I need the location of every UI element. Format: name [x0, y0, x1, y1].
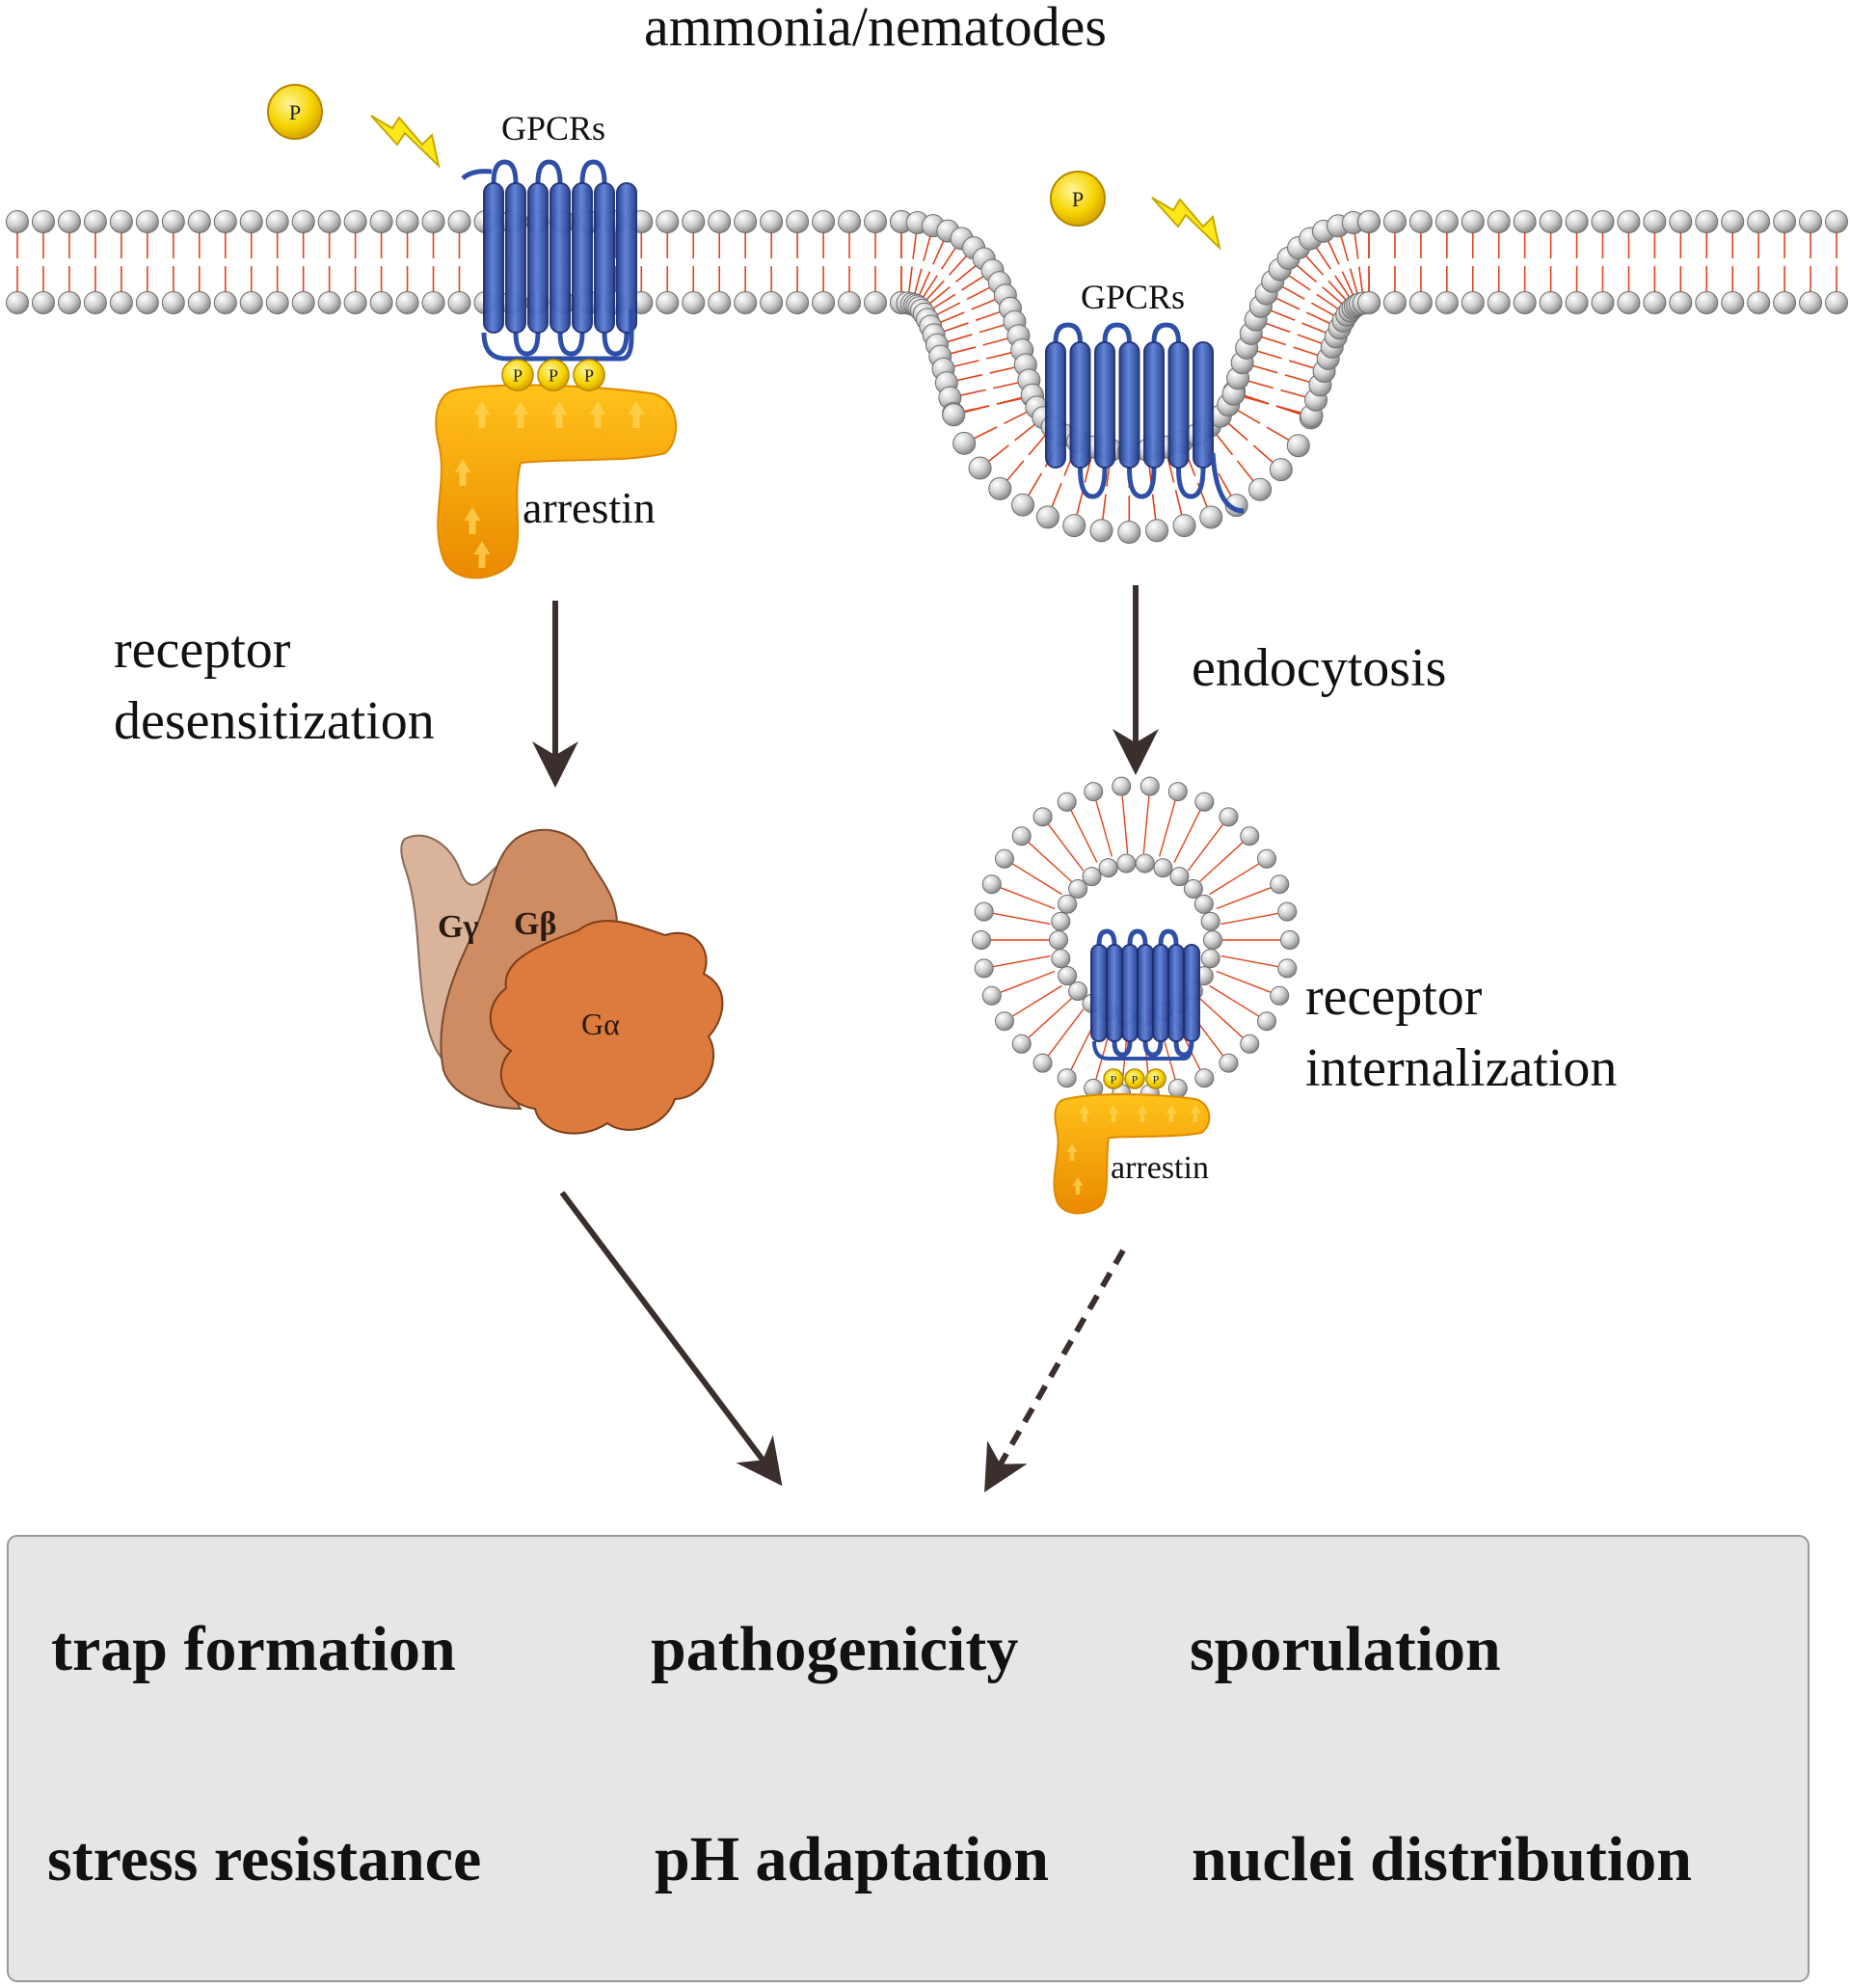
- outcome-nuclei-distribution: nuclei distribution: [1192, 1824, 1692, 1894]
- endocytosis-label: endocytosis: [1192, 638, 1447, 698]
- gpcr-tail-right: [1210, 452, 1245, 514]
- outcome-ph-adaptation: pH adaptation: [655, 1824, 1049, 1894]
- arrow-g-protein-to-outcomes: [559, 1191, 783, 1487]
- receptor-label-right: GPCRs: [1081, 278, 1186, 316]
- internalization-label: receptor internalization: [1305, 961, 1617, 1104]
- ligand-phosphate-right: P: [1050, 171, 1106, 227]
- outcome-stress-resistance: stress resistance: [47, 1824, 482, 1894]
- plasma-membrane: [6, 210, 1848, 544]
- arrestin-label-vesicle: arrestin: [1111, 1150, 1209, 1186]
- arrestin-strands-vesicle: [1066, 1105, 1201, 1195]
- g-beta-label: Gβ: [514, 906, 557, 942]
- lightning-icon: [370, 115, 441, 170]
- gpcr-n-term-left: [461, 169, 493, 180]
- ligand-phosphate-left-label: P: [289, 100, 301, 124]
- desensitization-label-line1: receptor: [114, 620, 291, 680]
- outcome-pathogenicity: pathogenicity: [651, 1614, 1019, 1684]
- outcome-trap-formation: trap formation: [51, 1614, 456, 1684]
- svg-text:P: P: [584, 365, 594, 385]
- outcome-sporulation: sporulation: [1190, 1614, 1501, 1684]
- g-gamma-label: Gγ: [438, 909, 479, 945]
- desensitization-label: receptor desensitization: [114, 614, 435, 757]
- receptor-label-left: GPCRs: [501, 109, 606, 148]
- gpcr-c-tail-left: [481, 309, 634, 362]
- desensitization-label-line2: desensitization: [114, 691, 435, 751]
- endocytic-vesicle: [972, 776, 1300, 1104]
- arrestin-strands-left: [454, 401, 645, 568]
- gpcr-helices-vesicle: [1090, 928, 1200, 1058]
- lightning-icon: [1151, 197, 1221, 252]
- ligand-phosphate-left: P: [267, 84, 323, 140]
- arrestin-left: [435, 384, 678, 579]
- internalization-label-line1: receptor: [1305, 967, 1483, 1027]
- internalization-label-line2: internalization: [1305, 1038, 1618, 1098]
- svg-text:P: P: [1153, 1072, 1160, 1086]
- svg-text:P: P: [1111, 1072, 1117, 1086]
- gpcr-right: [1045, 322, 1245, 514]
- g-protein-complex: [400, 828, 724, 1135]
- svg-text:P: P: [513, 365, 523, 385]
- ligand-phosphate-right-label: P: [1072, 187, 1084, 211]
- svg-text:P: P: [549, 365, 558, 385]
- g-alpha-label: Gα: [581, 1007, 620, 1041]
- arrow-internalization-to-outcomes: [984, 1249, 1126, 1492]
- gpcr-helices-left: [483, 159, 637, 357]
- svg-text:P: P: [1132, 1072, 1139, 1086]
- arrestin-label-left: arrestin: [523, 483, 656, 532]
- gpcr-vesicle: [1090, 928, 1200, 1061]
- g-alpha-subunit: [489, 920, 724, 1135]
- stimulus-label: ammonia/nematodes: [644, 0, 1107, 58]
- outcome-box: [7, 1535, 1810, 1982]
- gpcr-c-tail-vesicle: [1092, 1040, 1193, 1061]
- gpcr-left: [461, 159, 637, 362]
- gpcr-helices-right: [1045, 322, 1214, 499]
- arrestin-vesicle: [1053, 1093, 1211, 1215]
